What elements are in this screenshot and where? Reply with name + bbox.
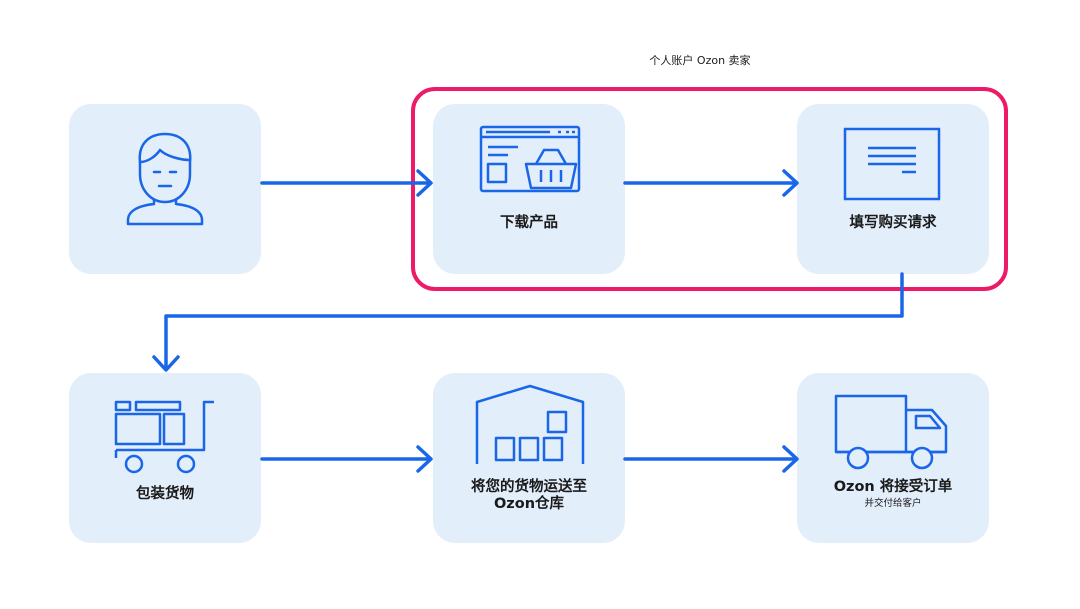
card-ozon-delivery bbox=[797, 373, 989, 543]
person-icon bbox=[126, 132, 204, 226]
upload-products-label: 下载产品 bbox=[500, 215, 558, 231]
request-form-icon bbox=[843, 127, 941, 201]
personal-account-highlight bbox=[411, 87, 1008, 291]
arrow-upload-to-request bbox=[623, 169, 799, 197]
fill-request-label: 填写购买请求 bbox=[849, 215, 937, 231]
arrow-pack-to-warehouse bbox=[260, 445, 433, 473]
ozon-accepts-sublabel: 并交付给客户 bbox=[864, 498, 922, 509]
ship-warehouse-label: 将您的货物运送至 bbox=[471, 479, 587, 495]
warehouse-icon bbox=[475, 384, 585, 464]
personal-account-title: 个人账户 Ozon 卖家 bbox=[649, 54, 751, 67]
arrow-seller-to-upload bbox=[260, 169, 433, 197]
arrow-warehouse-to-delivery bbox=[623, 445, 799, 473]
ship-warehouse-label-2: Ozon仓库 bbox=[493, 496, 565, 512]
cart-boxes-icon bbox=[114, 400, 214, 474]
card-ship-warehouse bbox=[433, 373, 625, 543]
card-purchase-request bbox=[797, 104, 989, 274]
pack-goods-label: 包装货物 bbox=[136, 486, 194, 502]
arrow-request-to-pack bbox=[152, 272, 904, 372]
product-catalog-icon bbox=[479, 125, 581, 193]
ozon-accepts-label: Ozon 将接受订单 bbox=[833, 479, 953, 495]
delivery-truck-icon bbox=[834, 394, 948, 470]
card-seller bbox=[69, 104, 261, 274]
